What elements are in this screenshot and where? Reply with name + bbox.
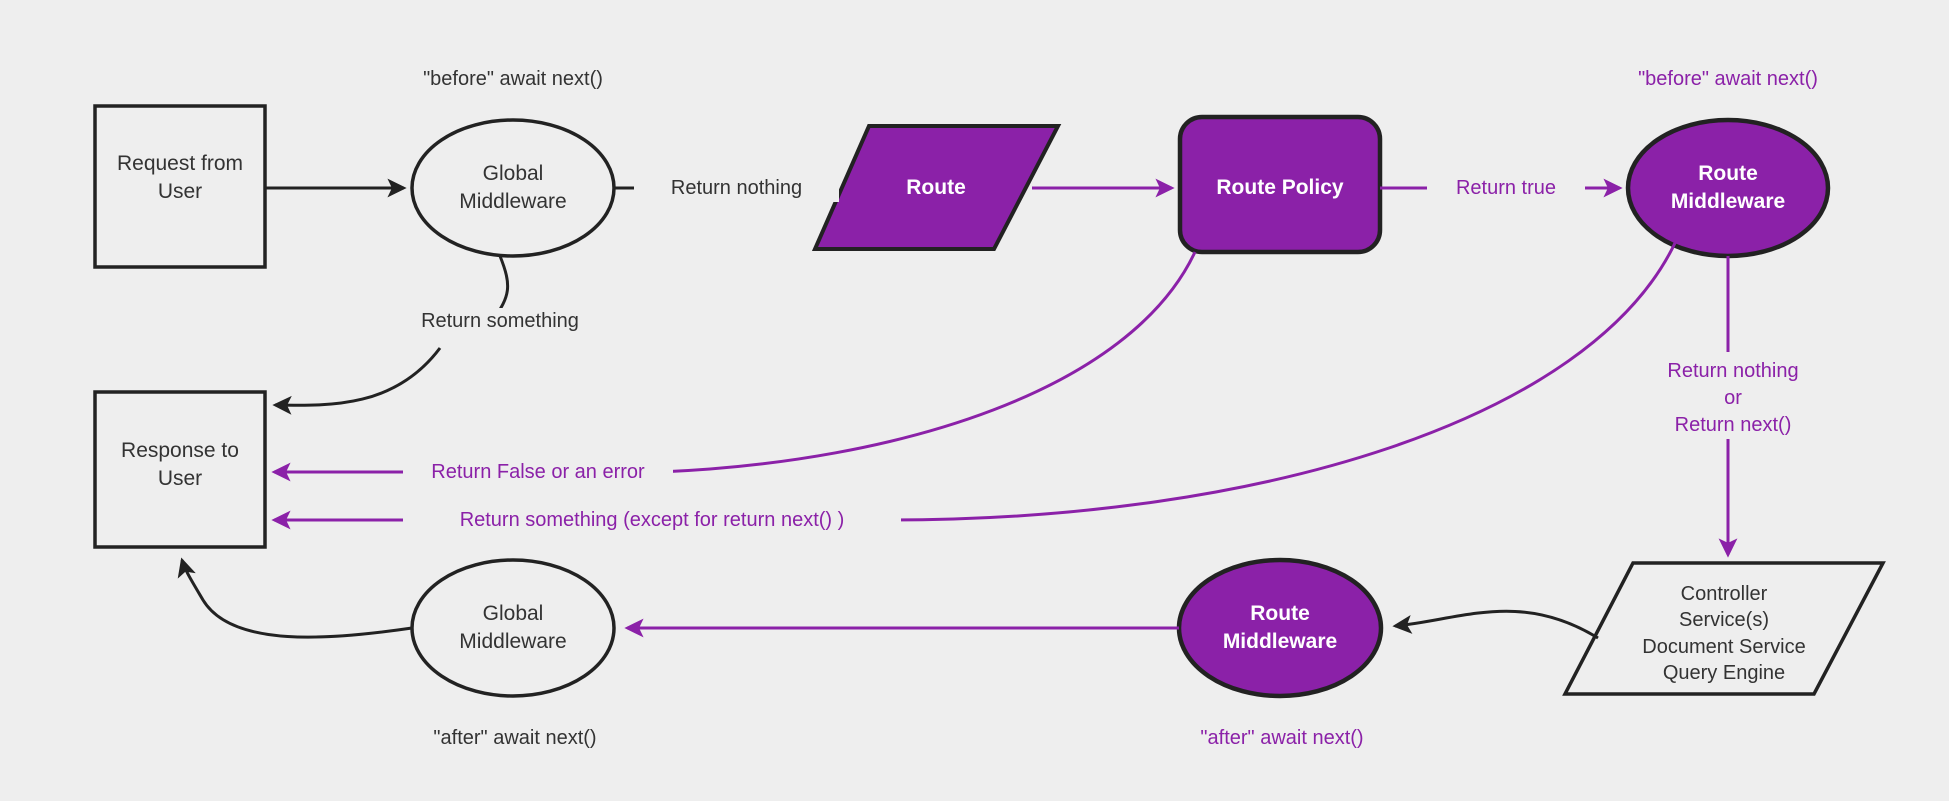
node-global-middleware-top-shape <box>410 118 616 258</box>
edge-controller-to-route-middleware-bottom <box>1392 609 1599 640</box>
node-route-shape <box>811 124 1062 251</box>
edge-route-middleware-to-response <box>889 242 1677 522</box>
node-route-policy-shape <box>1177 114 1383 255</box>
edge-global-middleware-bottom-to-response <box>177 557 413 639</box>
edge-route-policy-to-response <box>659 251 1197 474</box>
edge-global-middleware-to-response-part2 <box>272 347 442 415</box>
node-response-to-user-shape <box>93 390 267 549</box>
node-route-middleware-top-shape <box>1625 117 1831 259</box>
node-route-middleware-bottom-shape <box>1176 557 1384 699</box>
node-controller-shape <box>1562 561 1886 696</box>
edge-global-middleware-to-response-part1 <box>491 255 510 321</box>
node-global-middleware-bottom-shape <box>410 558 616 698</box>
node-request-from-user-shape <box>93 104 267 269</box>
